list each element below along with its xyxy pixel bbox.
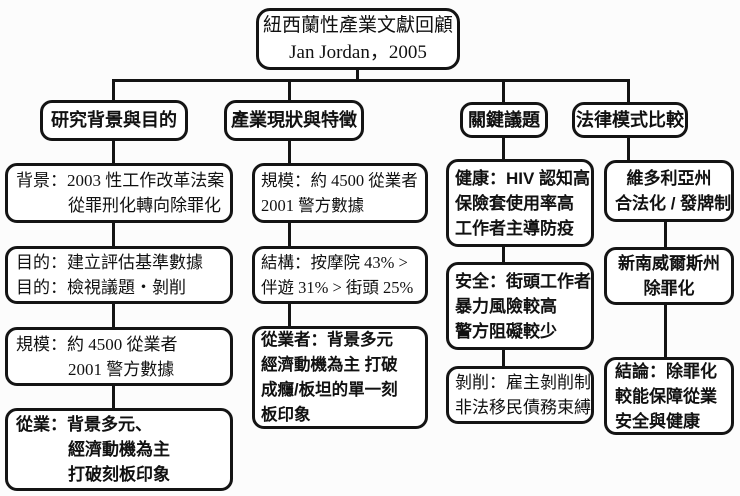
node-safety: 安全：街頭工作者 暴力風險較高 警方阻礙較少 — [446, 262, 594, 350]
connector-col2-3 — [288, 302, 291, 328]
branch-header-label: 法律模式比較 — [576, 109, 684, 130]
text-line: 打破刻板印象 — [68, 465, 170, 484]
node-structure: 結構：按摩院 43% > 伴遊 31% > 街頭 25% — [252, 246, 428, 304]
node-victoria: 維多利亞州 合法化 / 發牌制 — [604, 160, 734, 222]
branch-header-industry: 產業現狀與特徵 — [224, 100, 364, 141]
text-line: 非法移民債務束縛 — [455, 398, 591, 417]
text-line: 除罪化 — [643, 279, 695, 298]
text-line: 新南威爾斯州 — [618, 254, 720, 273]
text-line: 2001 警方數據 — [261, 196, 365, 215]
branch-header-issues: 關鍵議題 — [460, 102, 548, 138]
text-line: 安全與健康 — [615, 411, 700, 431]
node-workers-col1: 從業：背景多元、 經濟動機為主 打破刻板印象 — [5, 408, 233, 491]
connector-col1-1 — [112, 139, 115, 165]
node-exploitation: 剝削：雇主剝削制 非法移民債務束縛 — [446, 366, 594, 424]
node-health: 健康：HIV 認知高 保險套使用率高 工作者主導防疫 — [446, 159, 594, 247]
connector-main-horizontal — [112, 79, 630, 82]
text-line: 經濟動機為主 — [68, 440, 170, 459]
text-line: 背景：2003 性工作改革法案 — [16, 171, 225, 190]
node-scale-col2: 規模：約 4500 從業者 2001 警方數據 — [252, 163, 428, 223]
node-conclusion: 結論：除罪化 較能保障從業 安全與健康 — [604, 357, 734, 435]
text-line: 目的：建立評估基準數據 — [16, 253, 203, 272]
text-line: 較能保障從業 — [615, 386, 717, 406]
connector-col4-3 — [664, 303, 667, 359]
connector-col1-4 — [112, 384, 115, 410]
text-line: 伴遊 31% > 街頭 25% — [261, 278, 414, 297]
connector-col1-2 — [112, 221, 115, 248]
text-line: 從罪刑化轉向除罪化 — [68, 196, 221, 215]
connector-drop-col4 — [627, 79, 630, 104]
connector-col1-3 — [112, 302, 115, 329]
text-line: 規模：約 4500 從業者 — [261, 171, 418, 190]
text-line: 健康：HIV 認知高 — [455, 168, 591, 188]
text-line: 2001 警方數據 — [68, 359, 175, 379]
connector-col3-2 — [502, 245, 505, 264]
connector-col3-1 — [502, 137, 505, 161]
text-line: 暴力風險較高 — [455, 296, 557, 316]
text-line: 經濟動機為主 打破 — [261, 355, 398, 374]
text-line: 結構：按摩院 43% > — [261, 253, 408, 272]
branch-header-legal: 法律模式比較 — [572, 102, 688, 138]
text-line: 剝削：雇主剝削制 — [455, 373, 591, 392]
connector-col4-1 — [627, 137, 630, 162]
text-line: 從業：背景多元、 — [16, 415, 152, 434]
branch-header-label: 產業現狀與特徵 — [231, 110, 357, 130]
connector-root-stem — [356, 68, 359, 81]
connector-col3-3 — [502, 348, 505, 368]
text-line: 保險套使用率高 — [455, 193, 574, 213]
node-purpose: 目的：建立評估基準數據 目的：檢視議題‧剝削 — [5, 246, 233, 304]
node-background-law: 背景：2003 性工作改革法案 從罪刑化轉向除罪化 — [5, 163, 233, 223]
text-line: 警方阻礙較少 — [455, 321, 557, 341]
branch-header-research: 研究背景與目的 — [40, 100, 188, 141]
text-line: 安全：街頭工作者 — [455, 271, 591, 291]
node-workers-col2: 從業者：背景多元 經濟動機為主 打破 成癮/板坦的單一刻 板印象 — [252, 326, 428, 429]
text-line: 從業者：背景多元 — [261, 330, 393, 349]
text-line: 合法化 / 發牌制 — [615, 194, 732, 213]
connector-drop-col2 — [288, 79, 291, 102]
connector-drop-col3 — [502, 79, 505, 104]
node-nsw: 新南威爾斯州 除罪化 — [604, 247, 734, 305]
text-line: 板印象 — [261, 405, 311, 424]
text-line: 結論：除罪化 — [615, 361, 717, 381]
text-line: 維多利亞州 — [626, 169, 712, 188]
connector-drop-col1 — [112, 79, 115, 102]
text-line: 成癮/板坦的單一刻 — [261, 380, 398, 399]
connector-col4-2 — [664, 220, 667, 249]
node-scale-col1: 規模：約 4500 從業者 2001 警方數據 — [5, 327, 233, 386]
text-line: 工作者主導防疫 — [455, 218, 574, 238]
root-box: 紐西蘭性產業文獻回顧 Jan Jordan，2005 — [256, 8, 460, 70]
connector-col2-2 — [288, 221, 291, 248]
root-title: 紐西蘭性產業文獻回顧 — [263, 15, 454, 36]
text-line: 規模：約 4500 從業者 — [16, 334, 178, 354]
connector-col2-1 — [288, 139, 291, 165]
text-line: 目的：檢視議題‧剝削 — [16, 278, 186, 297]
branch-header-label: 關鍵議題 — [468, 109, 540, 130]
branch-header-label: 研究背景與目的 — [51, 110, 177, 130]
root-subtitle: Jan Jordan，2005 — [289, 42, 427, 63]
